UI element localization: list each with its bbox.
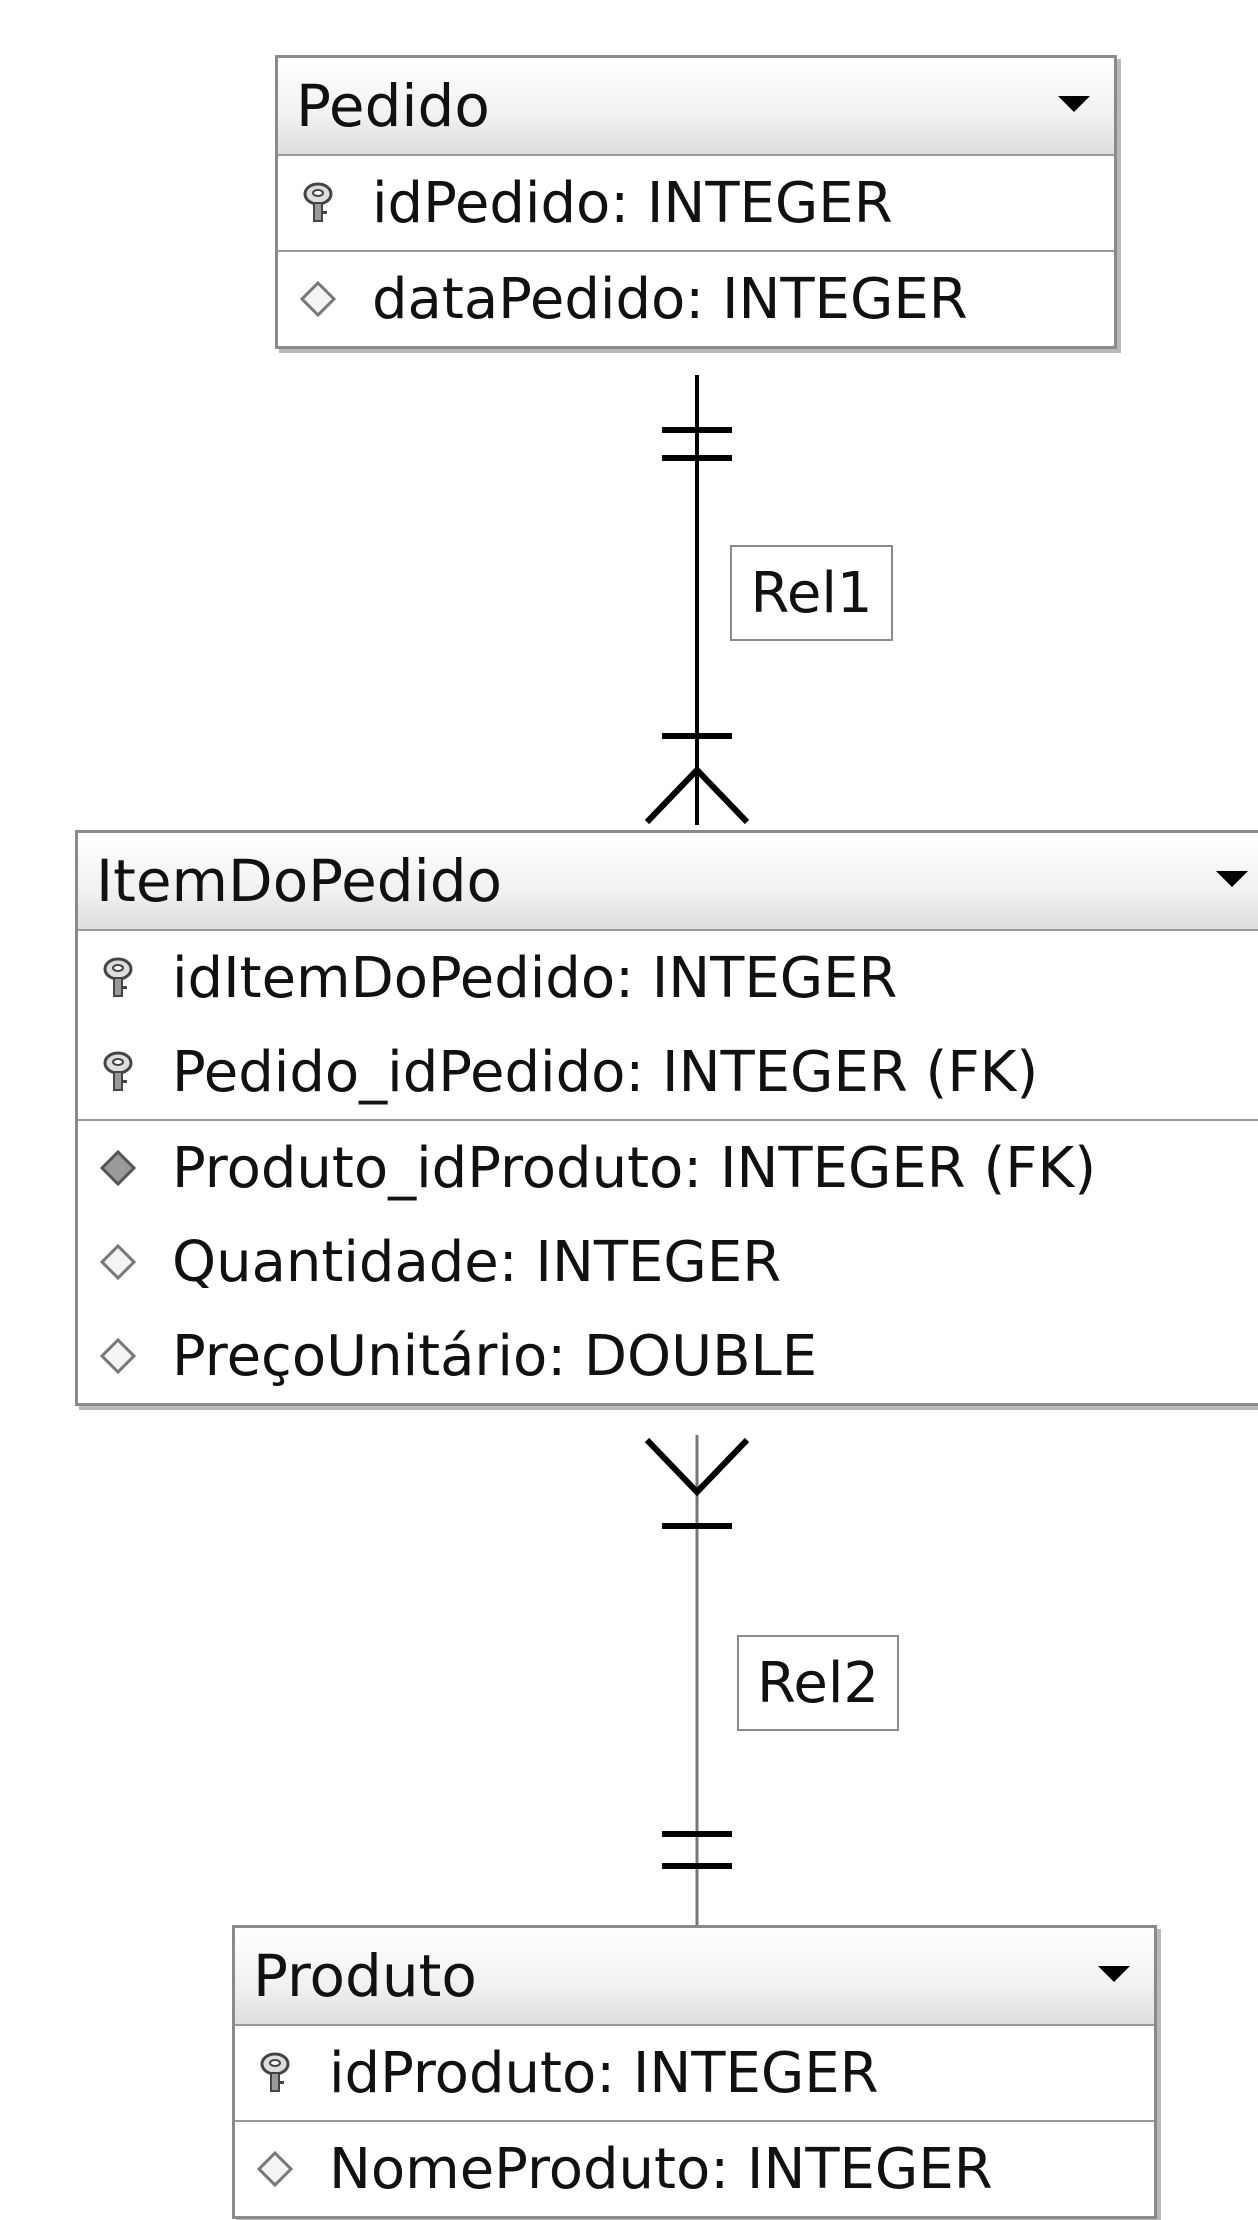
attribute-diamond-icon xyxy=(99,1243,137,1281)
primary-key-icon xyxy=(303,182,333,222)
relationship-label[interactable]: Rel2 xyxy=(737,1635,899,1731)
foreign-key-diamond-icon xyxy=(99,1149,137,1187)
field-text: idPedido: INTEGER xyxy=(372,170,893,236)
field-text: NomeProduto: INTEGER xyxy=(329,2136,993,2202)
field-text: dataPedido: INTEGER xyxy=(372,266,968,332)
entity-header: Pedido xyxy=(278,58,1114,156)
pk-section: idItemDoPedido: INTEGER Pedido_idPedido:… xyxy=(78,931,1258,1121)
pk-section: idPedido: INTEGER xyxy=(278,156,1114,252)
primary-key-icon xyxy=(103,957,133,997)
entity-itemdopedido[interactable]: ItemDoPedido idItemDoPedido: INTEGER Ped… xyxy=(75,830,1258,1406)
field-row[interactable]: Quantidade: INTEGER xyxy=(78,1215,1258,1309)
entity-title: Produto xyxy=(253,1942,477,2010)
field-row[interactable]: idItemDoPedido: INTEGER xyxy=(78,931,1258,1025)
field-text: Produto_idProduto: INTEGER (FK) xyxy=(172,1135,1097,1201)
pk-section: idProduto: INTEGER xyxy=(235,2026,1154,2122)
field-text: PreçoUnitário: DOUBLE xyxy=(172,1323,818,1389)
field-text: idItemDoPedido: INTEGER xyxy=(172,945,898,1011)
relationship-label[interactable]: Rel1 xyxy=(730,545,893,641)
field-row[interactable]: idProduto: INTEGER xyxy=(235,2026,1154,2120)
attribute-diamond-icon xyxy=(256,2150,294,2188)
attribute-diamond-icon xyxy=(299,280,337,318)
field-row[interactable]: dataPedido: INTEGER xyxy=(278,252,1114,346)
field-row[interactable]: NomeProduto: INTEGER xyxy=(235,2122,1154,2216)
entity-header: Produto xyxy=(235,1928,1154,2026)
attributes-section: dataPedido: INTEGER xyxy=(278,252,1114,346)
rel1-crows-foot xyxy=(644,765,750,825)
field-row[interactable]: PreçoUnitário: DOUBLE xyxy=(78,1309,1258,1403)
entity-pedido[interactable]: Pedido idPedido: INTEGER dataPedido: INT… xyxy=(275,55,1117,349)
field-text: Quantidade: INTEGER xyxy=(172,1229,782,1295)
dropdown-arrow-icon[interactable] xyxy=(1098,1966,1130,1982)
primary-key-icon xyxy=(260,2052,290,2092)
rel2-crows-foot xyxy=(644,1437,750,1497)
attribute-diamond-icon xyxy=(99,1337,137,1375)
dropdown-arrow-icon[interactable] xyxy=(1058,96,1090,112)
attributes-section: NomeProduto: INTEGER xyxy=(235,2122,1154,2216)
field-text: idProduto: INTEGER xyxy=(329,2040,879,2106)
entity-produto[interactable]: Produto idProduto: INTEGER NomeProduto: … xyxy=(232,1925,1157,2219)
entity-title: ItemDoPedido xyxy=(96,847,502,915)
field-row[interactable]: idPedido: INTEGER xyxy=(278,156,1114,250)
field-row[interactable]: Produto_idProduto: INTEGER (FK) xyxy=(78,1121,1258,1215)
attributes-section: Produto_idProduto: INTEGER (FK) Quantida… xyxy=(78,1121,1258,1403)
dropdown-arrow-icon[interactable] xyxy=(1216,871,1248,887)
entity-title: Pedido xyxy=(296,72,490,140)
entity-header: ItemDoPedido xyxy=(78,833,1258,931)
primary-key-icon xyxy=(103,1051,133,1091)
field-text: Pedido_idPedido: INTEGER (FK) xyxy=(172,1039,1039,1105)
field-row[interactable]: Pedido_idPedido: INTEGER (FK) xyxy=(78,1025,1258,1119)
